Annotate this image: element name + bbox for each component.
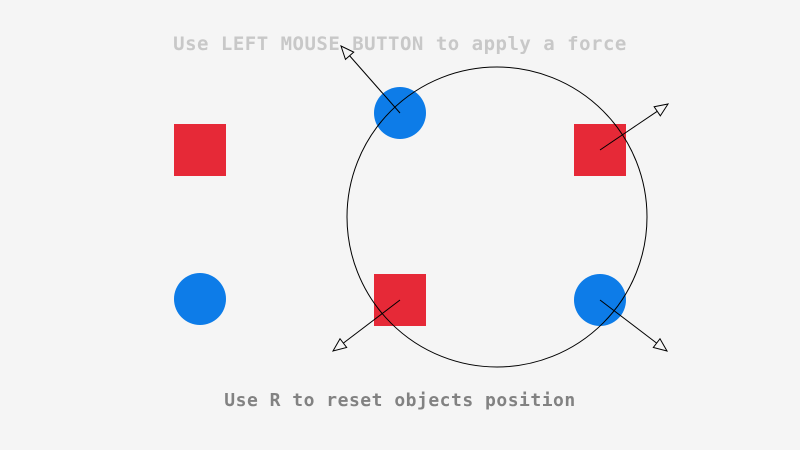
force-arrow-line xyxy=(349,55,401,114)
instruction-top: Use LEFT MOUSE BUTTON to apply a force xyxy=(173,33,627,55)
force-arrow-line xyxy=(343,299,401,344)
red-square[interactable] xyxy=(174,124,226,176)
force-arrow-line xyxy=(599,299,657,344)
instruction-bottom: Use R to reset objects position xyxy=(224,390,576,411)
force-arrow-head xyxy=(652,337,669,352)
blue-circle[interactable] xyxy=(174,273,226,325)
force-arrow-head xyxy=(340,45,355,61)
force-arrow-line xyxy=(599,110,658,151)
force-arrow-head xyxy=(653,103,670,117)
force-arrow-head xyxy=(331,337,348,352)
boundary-circle xyxy=(346,66,648,368)
